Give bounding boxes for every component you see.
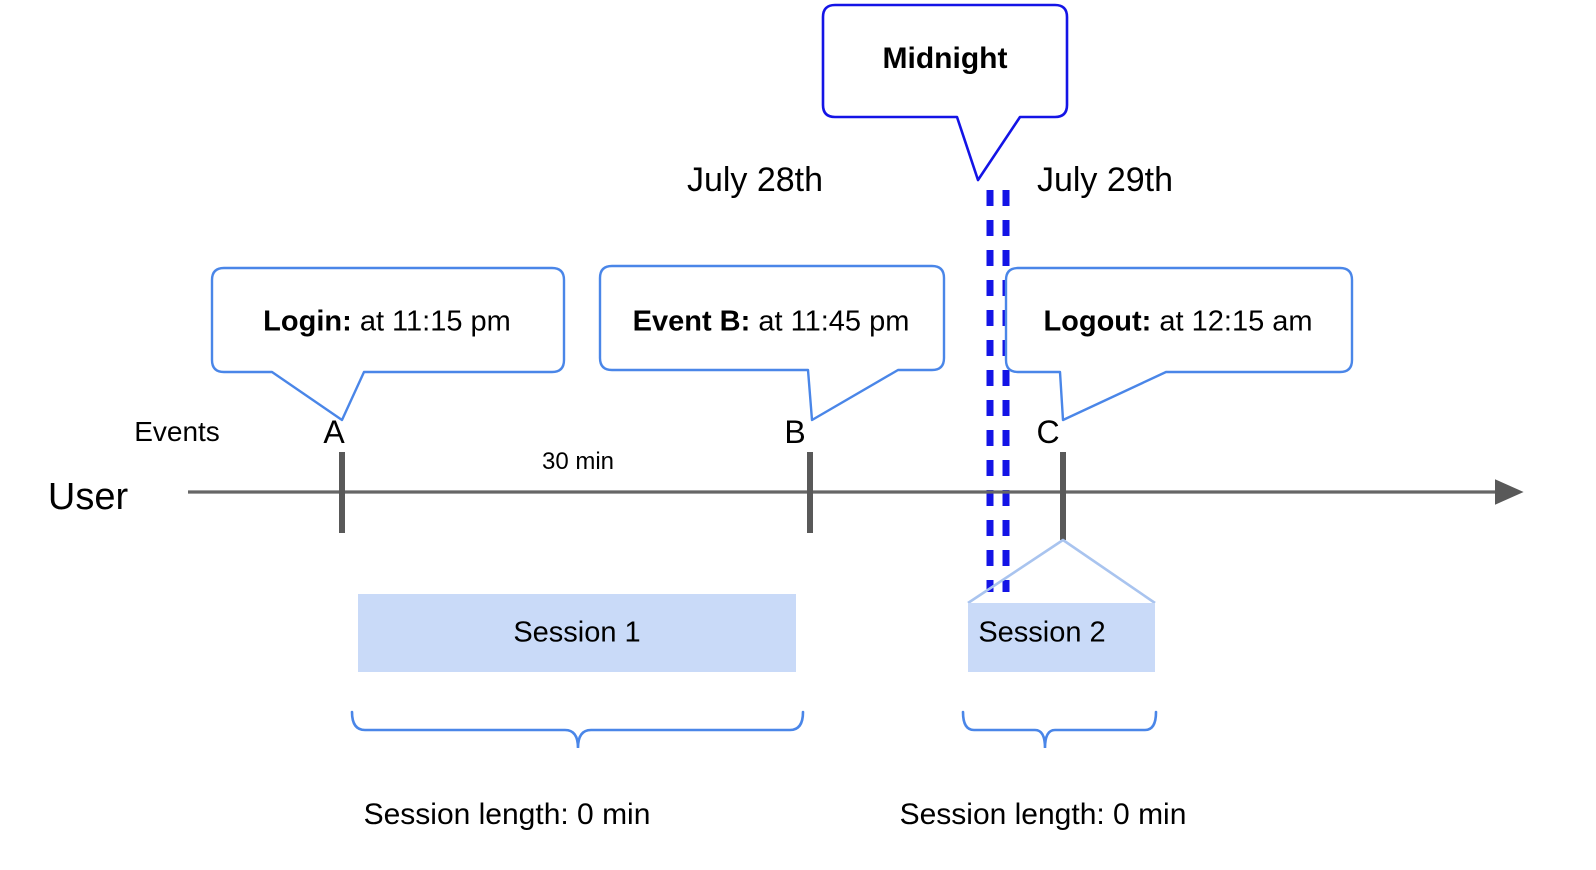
session-2-brace [961, 710, 1158, 749]
callout-shape-event-b [598, 264, 946, 422]
callout-login-bold: Login: [263, 305, 352, 338]
callout-event-b: Event B: at 11:45 pm [632, 305, 910, 338]
session-1-label: Session 1 [513, 616, 641, 649]
session-2-length-label: Session length: 0 min [899, 798, 1187, 831]
callout-login-rest: at 11:15 pm [351, 305, 511, 338]
midnight-divider-lines [986, 190, 1010, 592]
interval-label-30-min: 30 min [541, 448, 615, 475]
session-1-box [358, 594, 796, 672]
event-point-label-a: A [323, 414, 345, 450]
callout-logout-rest: at 12:15 am [1151, 305, 1313, 338]
midnight-callout-shape [821, 3, 1069, 182]
session-1-brace [350, 710, 805, 749]
date-label-july-29: July 29th [1036, 161, 1174, 199]
row-label-user: User [47, 476, 129, 518]
callout-logout: Logout: at 12:15 am [1043, 305, 1313, 338]
event-point-label-c: C [1036, 414, 1060, 450]
session-1-length-label: Session length: 0 min [363, 798, 651, 831]
callout-event-b-rest: at 11:45 pm [750, 305, 910, 338]
session-2-label: Session 2 [978, 616, 1106, 649]
row-label-events: Events [134, 416, 220, 447]
callout-event-b-bold: Event B: [632, 305, 751, 338]
session-2-box [968, 603, 1155, 672]
session-2-connector [967, 538, 1156, 605]
date-label-july-28: July 28th [686, 161, 824, 199]
callout-shape-login [210, 266, 566, 422]
callout-login: Login: at 11:15 pm [263, 305, 511, 338]
callout-shape-logout [1004, 266, 1354, 422]
callout-logout-bold: Logout: [1043, 305, 1152, 338]
event-point-label-b: B [784, 414, 806, 450]
midnight-label: Midnight [882, 42, 1008, 75]
